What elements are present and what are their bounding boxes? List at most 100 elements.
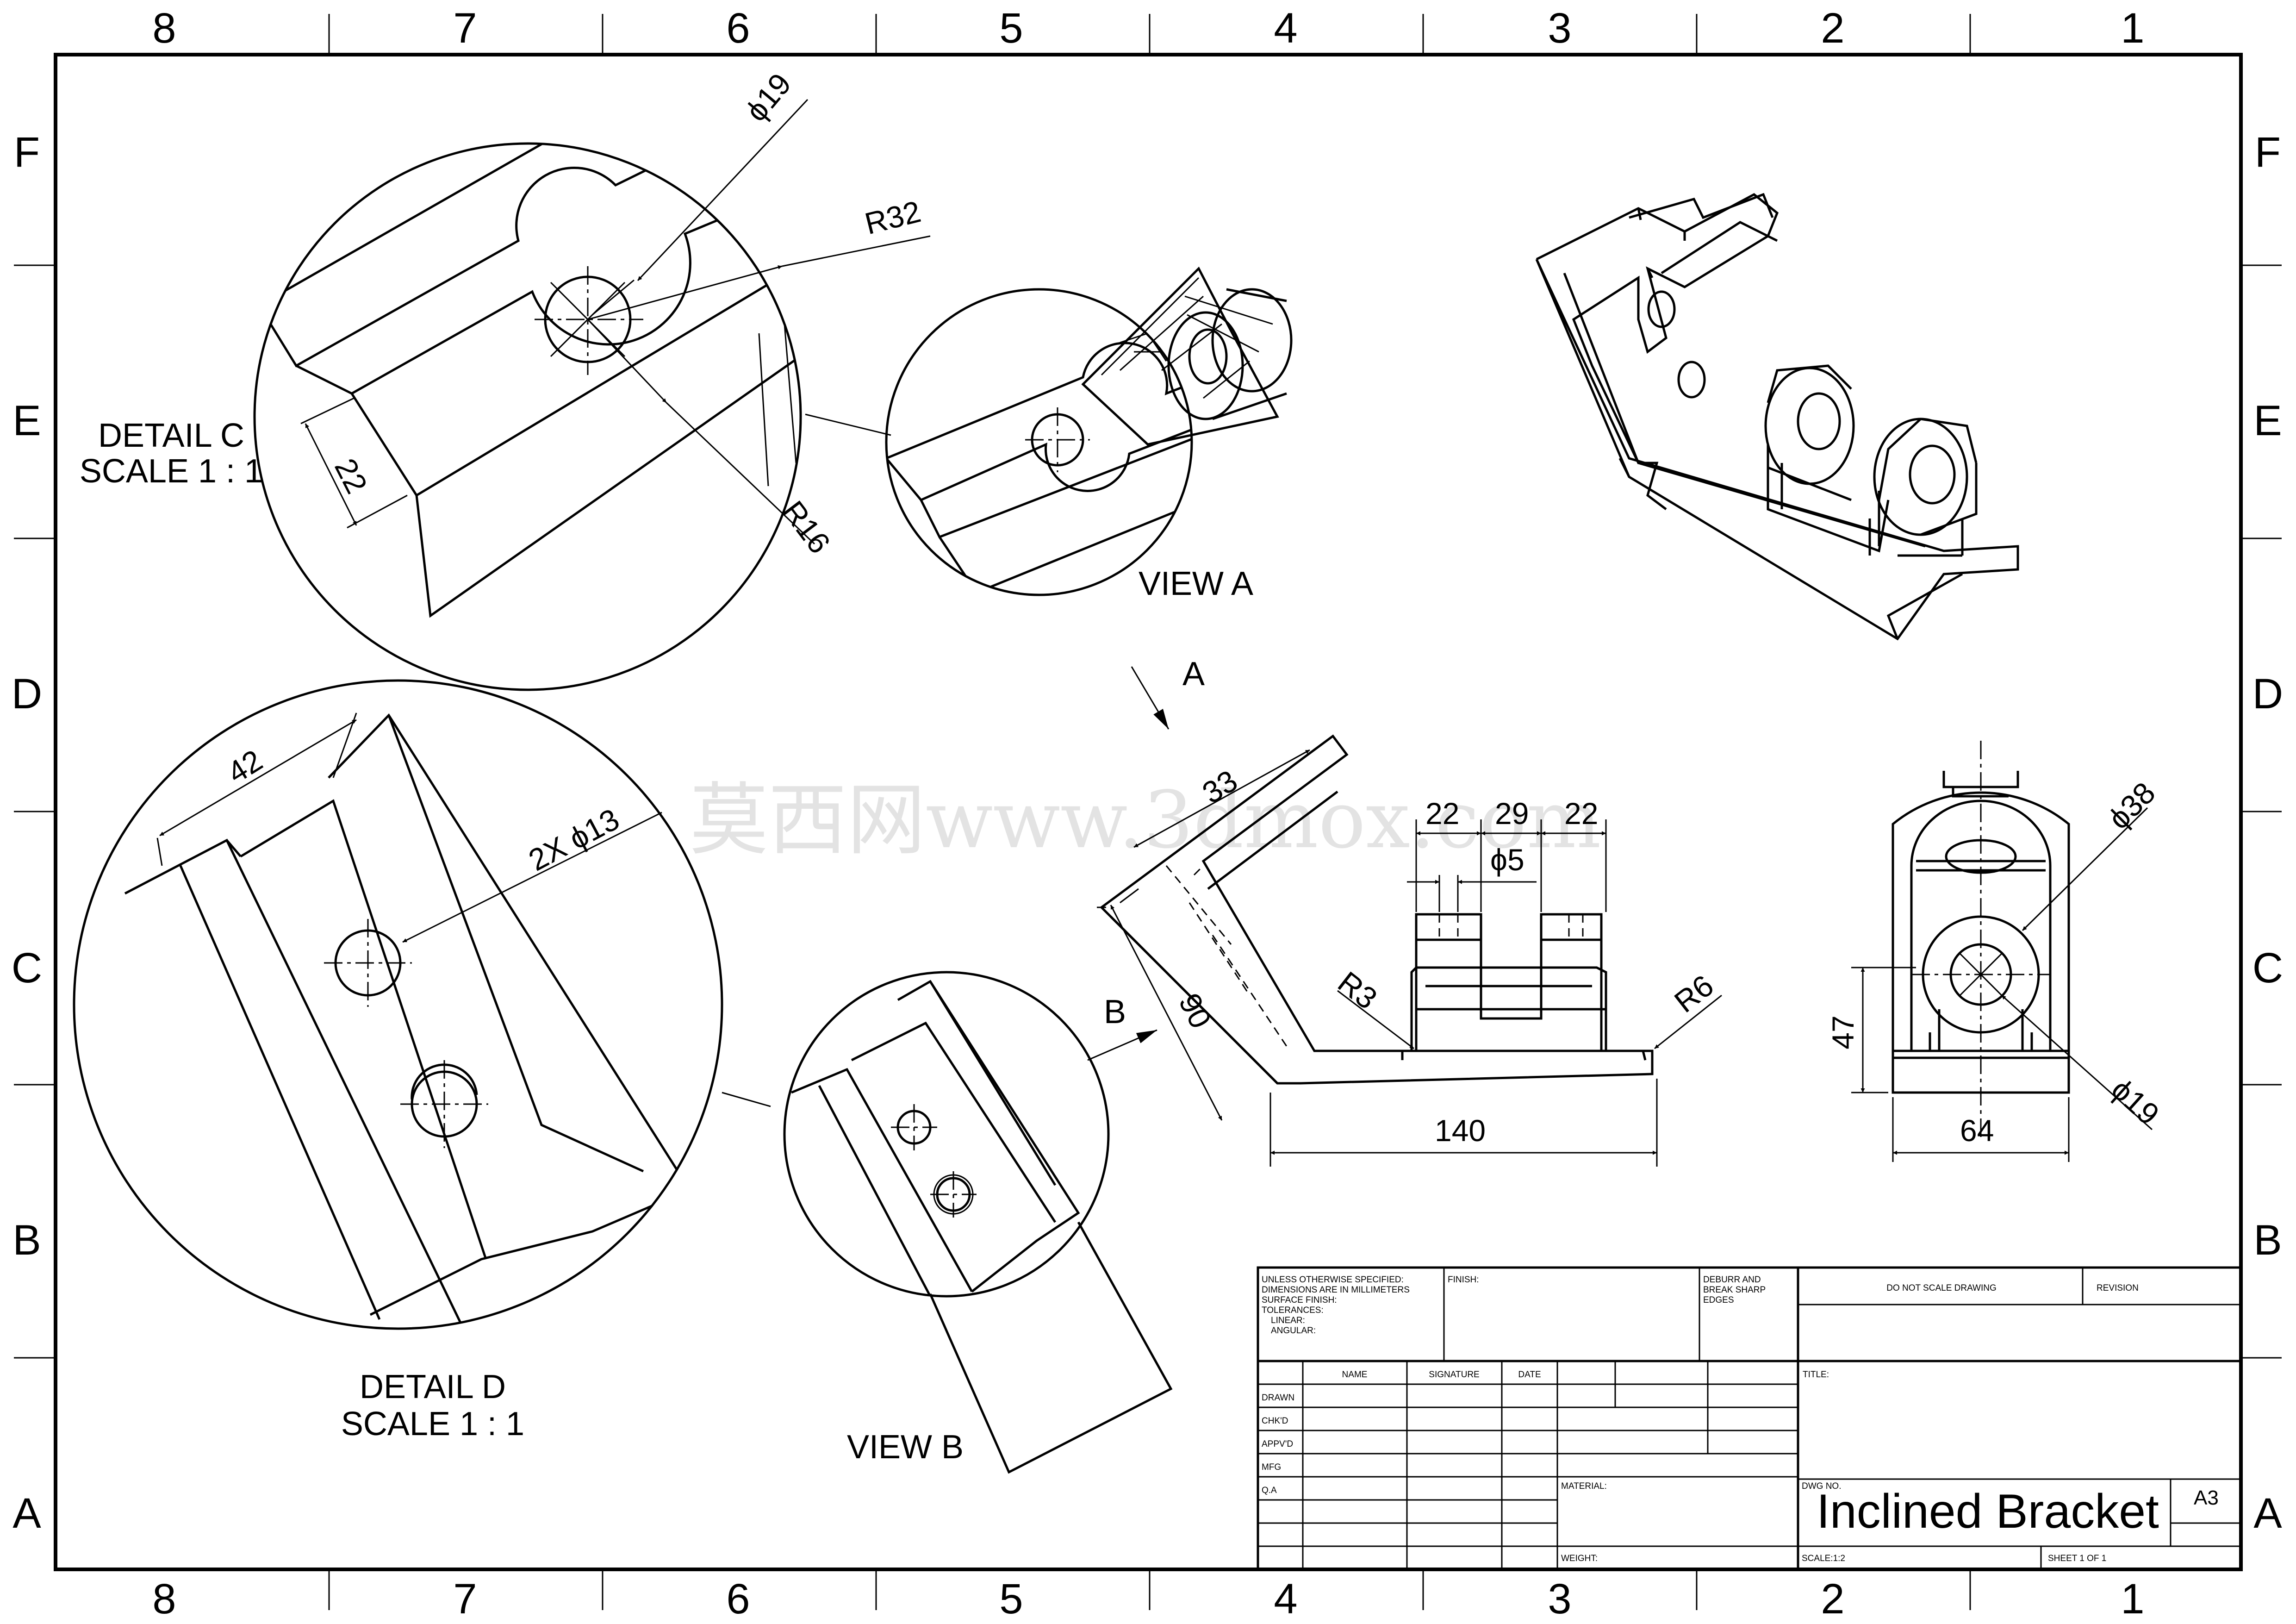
- dim-f-22b: 22: [1564, 796, 1598, 831]
- tb-material: MATERIAL:: [1561, 1481, 1607, 1491]
- zone-column-labels-top: 8 7 6 5 4 3 2 1: [152, 5, 2144, 52]
- zone-row: C: [2252, 944, 2283, 992]
- view-b: VIEW B: [783, 971, 1173, 1474]
- tb-tol-line: TOLERANCES:: [1262, 1305, 1324, 1315]
- tb-drawing-title: Inclined Bracket: [1817, 1485, 2159, 1538]
- watermark: 莫西网www.3dmox.com: [690, 775, 1601, 866]
- tb-row-label: Q.A: [1262, 1486, 1277, 1495]
- dim-s-dia19: ϕ19: [2105, 1072, 2166, 1131]
- tb-weight: WEIGHT:: [1561, 1554, 1598, 1563]
- zone-col: 4: [1274, 5, 1297, 52]
- title-block: UNLESS OTHERWISE SPECIFIED: DIMENSIONS A…: [1257, 1266, 2242, 1571]
- zone-col: 8: [152, 5, 176, 52]
- tb-col-name: NAME: [1342, 1370, 1368, 1380]
- zone-row: D: [2252, 670, 2283, 718]
- detail-d-scale: SCALE 1 : 1: [341, 1405, 524, 1443]
- zone-row-labels-right: F E D C B A: [2252, 129, 2283, 1537]
- zone-col: 7: [453, 5, 477, 52]
- zone-row: A: [12, 1490, 41, 1537]
- tb-tol-line: ANGULAR:: [1271, 1326, 1316, 1336]
- zone-row: F: [14, 129, 40, 176]
- zone-col: 6: [726, 1575, 750, 1623]
- dim-f-r6: R6: [1668, 968, 1720, 1019]
- zone-row-labels-left: F E D C B A: [12, 129, 42, 1537]
- zone-col: 8: [152, 1575, 176, 1623]
- dim-f-90: 90: [1172, 988, 1218, 1034]
- tb-title-label: TITLE:: [1803, 1370, 1829, 1380]
- tb-deburr: BREAK SHARP: [1703, 1285, 1766, 1295]
- detail-d-boundary: [73, 679, 723, 1330]
- dim-f-29: 29: [1495, 796, 1529, 831]
- dim-f-dia5: ϕ5: [1490, 843, 1524, 877]
- detail-d: 42 2X ϕ13 DETAIL D SCALE 1 : 1: [73, 679, 723, 1443]
- zone-row: C: [12, 944, 42, 992]
- detail-d-leader: [722, 1092, 771, 1107]
- dim-d-42: 42: [221, 743, 268, 790]
- dim-s-47: 47: [1826, 1015, 1860, 1049]
- zone-col: 3: [1548, 1575, 1571, 1623]
- sheet-border: 8 7 6 5 4 3 2 1 8 7 6 5 4 3 2 1 F E D C …: [12, 5, 2283, 1623]
- tb-revision: REVISION: [2097, 1283, 2139, 1293]
- zone-ticks: [14, 14, 2282, 1610]
- zone-col: 2: [1821, 1575, 1844, 1623]
- tb-sheet: SHEET 1 OF 1: [2048, 1554, 2106, 1563]
- tb-row-label: CHK'D: [1262, 1416, 1288, 1426]
- view-a-boundary: [885, 288, 1193, 596]
- tb-tol-line: UNLESS OTHERWISE SPECIFIED:: [1262, 1275, 1404, 1285]
- zone-row: A: [2253, 1490, 2282, 1537]
- isometric-view: [1535, 193, 2019, 641]
- detail-d-label: DETAIL D: [360, 1368, 506, 1405]
- zone-row: E: [12, 397, 41, 444]
- tb-tol-line: LINEAR:: [1271, 1316, 1305, 1325]
- dim-s-dia38: ϕ38: [2102, 775, 2162, 836]
- zone-column-labels-bottom: 8 7 6 5 4 3 2 1: [152, 1575, 2144, 1623]
- tb-deburr: EDGES: [1703, 1295, 1734, 1305]
- view-a-label: VIEW A: [1139, 565, 1253, 602]
- zone-row: D: [12, 670, 42, 718]
- view-b-arrow-label: B: [1104, 993, 1126, 1031]
- zone-col: 5: [999, 5, 1023, 52]
- tb-dwg-no: DWG NO.: [1802, 1481, 1842, 1491]
- dim-f-140: 140: [1435, 1113, 1486, 1148]
- view-a-arrow: A: [1131, 656, 1205, 730]
- zone-row: E: [2253, 397, 2282, 444]
- view-b-arrow: B: [1087, 993, 1157, 1061]
- view-a: VIEW A: [885, 266, 1293, 602]
- tb-tol-line: DIMENSIONS ARE IN MILLIMETERS: [1262, 1285, 1410, 1295]
- detail-c-label: DETAIL C: [98, 417, 244, 454]
- tb-col-date: DATE: [1518, 1370, 1541, 1380]
- tb-tol-line: SURFACE FINISH:: [1262, 1295, 1337, 1305]
- dim-s-64: 64: [1960, 1113, 1994, 1148]
- tb-finish: FINISH:: [1448, 1275, 1479, 1285]
- zone-row: B: [2253, 1217, 2282, 1264]
- view-a-arrow-label: A: [1182, 656, 1205, 693]
- side-view: ϕ38 47 64 ϕ19: [1826, 741, 2166, 1162]
- zone-col: 2: [1821, 5, 1844, 52]
- zone-col: 7: [453, 1575, 477, 1623]
- tb-size: A3: [2194, 1487, 2219, 1509]
- dim-c-r32: R32: [861, 194, 924, 241]
- view-b-boundary: [783, 971, 1110, 1298]
- detail-c: ϕ19 R32 R16 22 DETAIL C SCALE 1 : 1: [80, 67, 931, 691]
- zone-col: 3: [1548, 5, 1571, 52]
- view-b-label: VIEW B: [847, 1429, 964, 1466]
- detail-c-boundary: [253, 142, 802, 691]
- zone-row: B: [12, 1217, 41, 1264]
- zone-row: F: [2255, 129, 2281, 176]
- dim-f-22a: 22: [1425, 796, 1459, 831]
- tb-scale: SCALE:1:2: [1802, 1554, 1845, 1563]
- tb-row-label: APPV'D: [1262, 1439, 1293, 1449]
- zone-col: 6: [726, 5, 750, 52]
- dim-f-r3: R3: [1332, 965, 1384, 1016]
- zone-col: 1: [2121, 5, 2144, 52]
- tb-row-label: DRAWN: [1262, 1393, 1294, 1403]
- zone-col: 4: [1274, 1575, 1297, 1623]
- tb-no-scale: DO NOT SCALE DRAWING: [1886, 1283, 1997, 1293]
- zone-col: 1: [2121, 1575, 2144, 1623]
- detail-c-scale: SCALE 1 : 1: [80, 453, 263, 490]
- zone-col: 5: [999, 1575, 1023, 1623]
- dim-c-22: 22: [328, 453, 374, 499]
- detail-c-leader: [805, 413, 891, 436]
- tb-deburr: DEBURR AND: [1703, 1275, 1761, 1285]
